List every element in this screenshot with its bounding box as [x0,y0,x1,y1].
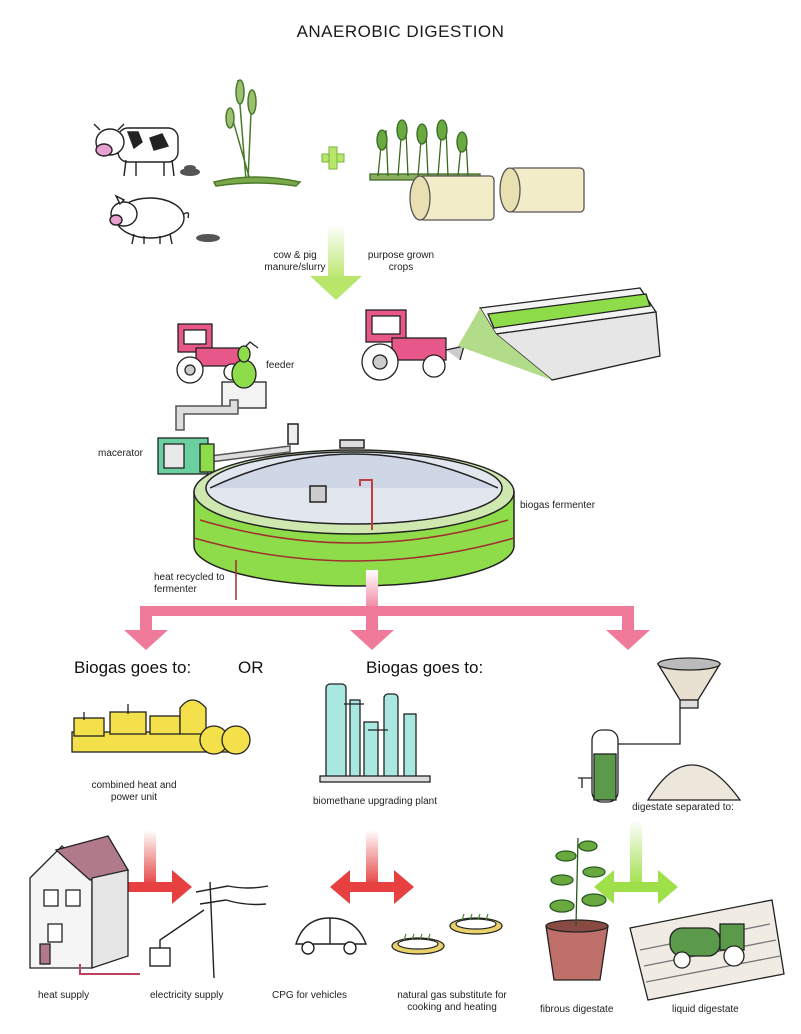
digestate-separated-label: digestate separated to: [632,802,734,813]
feeder-label: feeder [266,360,295,371]
heat-recycled-label: heat recycled to fermenter [154,572,225,595]
manure-label: cow & pig manure/slurry [264,250,326,273]
cow-icon [93,123,179,177]
biogas-heading-left: Biogas goes to: [74,658,192,677]
digestate-separator-icon [578,657,742,803]
biomethane-split-arrows [330,830,414,904]
macerator-label: macerator [98,448,144,459]
straw-icon [212,79,302,187]
pig-icon [109,194,190,245]
crops-icon [369,119,481,181]
crops-label: purpose grown crops [367,250,435,273]
large-tractor-icon [361,309,465,381]
silage-clamp-icon [458,287,661,381]
slurry-icon [196,234,220,242]
biogas-heading-mid: Biogas goes to: [366,658,484,677]
chp-unit-icon [71,699,251,755]
digestate-split-arrows [594,820,678,904]
page-title: ANAEROBIC DIGESTION [296,22,505,41]
manure-pile-icon [180,165,200,176]
biogas-fermenter-icon [193,423,515,587]
house-icon [29,835,140,975]
car-icon [295,917,368,955]
plus-icon [321,146,345,170]
fermenter-label: biogas fermenter [520,500,596,511]
natural-gas-label: natural gas substitute for cooking and h… [397,990,507,1013]
potted-plant-icon [545,837,609,981]
or-label: OR [238,658,264,677]
electricity-pole-icon [149,881,269,979]
electricity-supply-label: electricity supply [150,990,224,1001]
distribution-arrows [124,570,650,650]
liquid-digestate-label: liquid digestate [672,1004,739,1015]
chp-label: combined heat and power unit [91,780,177,803]
gas-burner-icon [391,913,503,955]
heat-supply-label: heat supply [38,990,90,1001]
biomethane-label: biomethane upgrading plant [313,796,437,807]
fibrous-digestate-label: fibrous digestate [540,1004,614,1015]
hay-bale-icon [409,167,585,221]
biomethane-plant-icon [319,683,431,783]
cpg-label: CPG for vehicles [272,990,348,1001]
slurry-tanker-icon [629,899,785,1001]
macerator-icon [157,437,215,475]
feedstock-arrow [310,224,362,300]
